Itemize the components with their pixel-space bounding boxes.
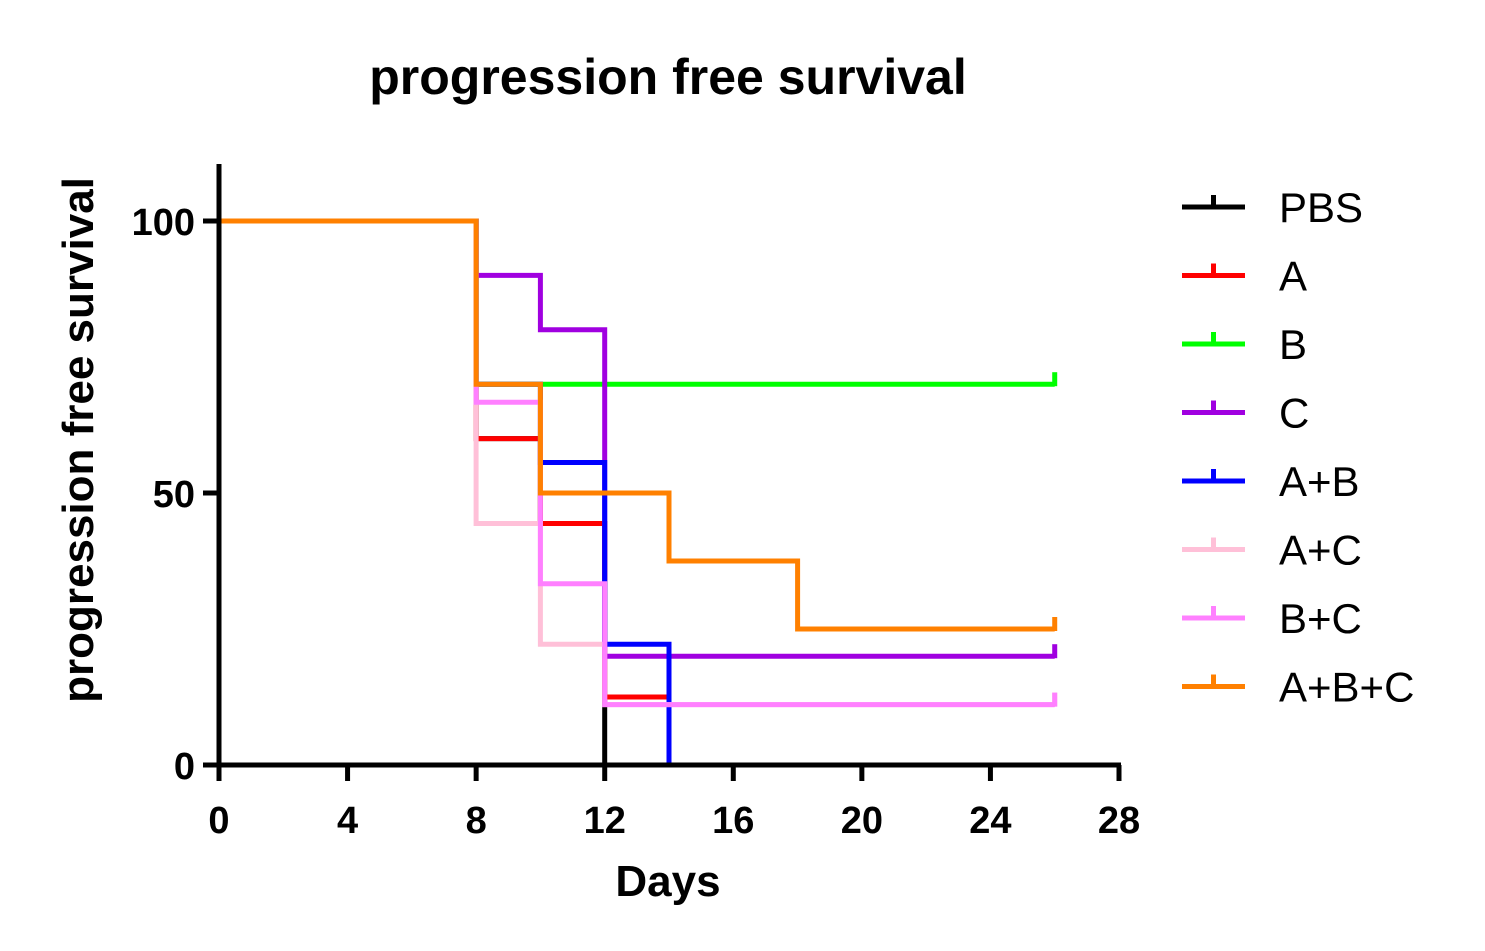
legend-item: A+B [1182, 458, 1360, 505]
x-tick-label: 16 [712, 800, 754, 842]
legend-label: PBS [1279, 184, 1363, 231]
legend-item: B [1182, 321, 1307, 368]
x-axis-label: Days [615, 857, 720, 906]
series-B+C [219, 218, 1058, 708]
y-tick-label: 0 [174, 746, 195, 788]
legend-label: A [1279, 253, 1307, 300]
axes-layer: 0 4 8 12 16 20 24 28 0 50 100 [132, 164, 1140, 842]
y-tick-label: 100 [132, 202, 195, 244]
series-line [219, 218, 1055, 708]
legend: PBS ABC A+B A+C B+C A+B+C [1182, 184, 1414, 711]
legend-item: A+C [1182, 527, 1362, 574]
legend-label: A+C [1279, 527, 1362, 574]
series-line [219, 218, 1055, 632]
y-tick-label: 50 [153, 474, 195, 516]
legend-label: B [1279, 321, 1307, 368]
series-A+B+C [219, 218, 1058, 632]
x-tick-label: 28 [1098, 800, 1140, 842]
x-tick-label: 24 [969, 800, 1011, 842]
x-tick-label: 0 [208, 800, 229, 842]
legend-item: A [1182, 253, 1307, 300]
series-layer [219, 218, 1058, 765]
series-B [219, 218, 1058, 387]
legend-item: C [1182, 390, 1309, 437]
legend-label: A+B [1279, 458, 1360, 505]
y-axis-label: progression free survival [54, 177, 103, 703]
legend-label: B+C [1279, 595, 1362, 642]
series-line [219, 218, 1055, 659]
series-A+C [219, 218, 1058, 708]
x-tick-label: 4 [337, 800, 358, 842]
x-tick-label: 12 [584, 800, 626, 842]
legend-item: PBS [1182, 184, 1363, 231]
legend-item: B+C [1182, 595, 1362, 642]
legend-label: A+B+C [1279, 664, 1414, 711]
legend-item: A+B+C [1182, 664, 1414, 711]
series-C [219, 218, 1058, 659]
chart-title: progression free survival [369, 49, 966, 105]
x-tick-label: 20 [841, 800, 883, 842]
x-tick-label: 8 [466, 800, 487, 842]
series-line [219, 218, 1055, 387]
legend-label: C [1279, 390, 1309, 437]
series-line [219, 218, 1055, 708]
